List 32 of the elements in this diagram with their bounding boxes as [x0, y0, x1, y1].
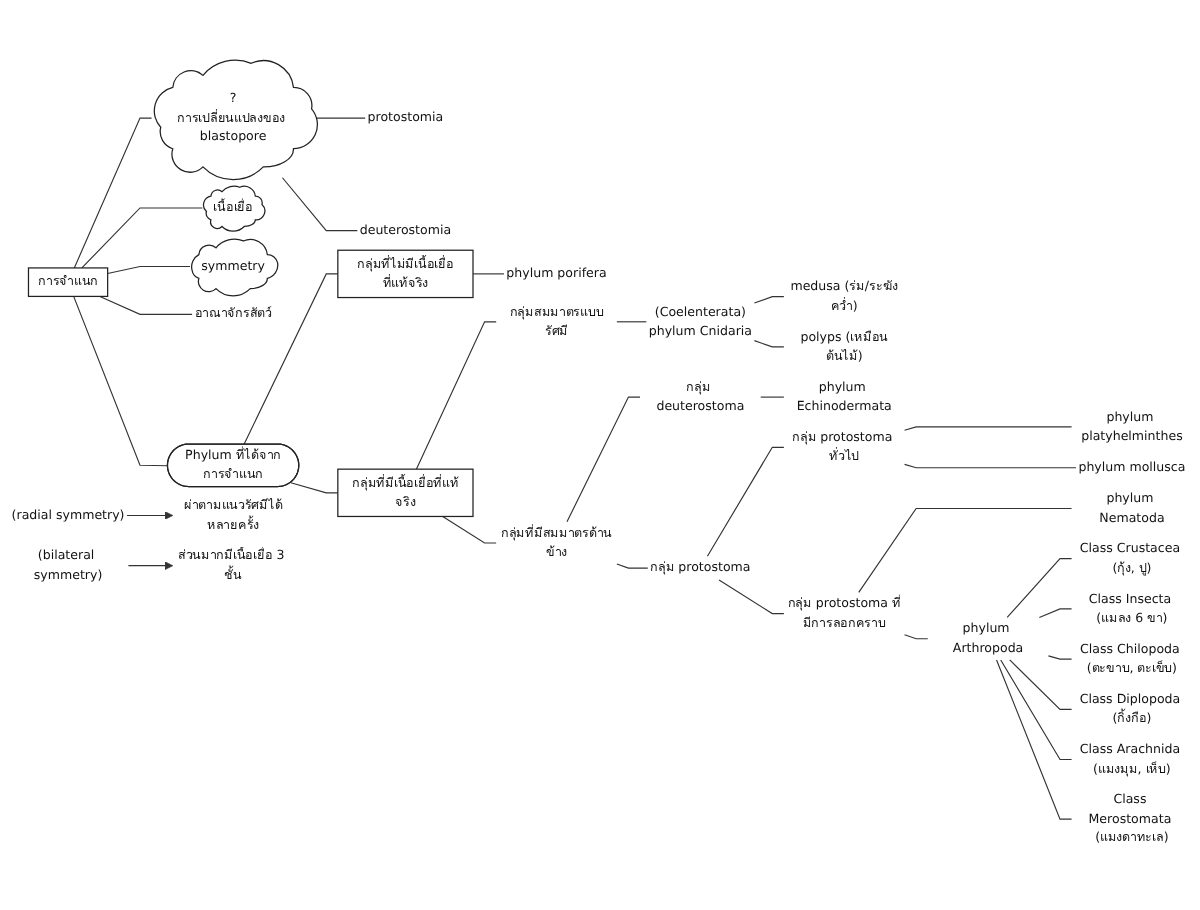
connector — [442, 515, 497, 544]
connector — [616, 563, 649, 569]
connector — [472, 273, 505, 275]
connector — [1009, 659, 1073, 710]
connector — [995, 659, 1073, 820]
connector — [718, 579, 785, 615]
connector — [753, 296, 785, 304]
connector — [415, 321, 497, 470]
connector — [73, 295, 169, 467]
connector — [1000, 659, 1073, 761]
connector — [1047, 655, 1073, 660]
connector — [107, 265, 191, 275]
connector — [73, 117, 153, 269]
connector — [290, 482, 339, 494]
connector — [566, 396, 641, 523]
connector — [904, 463, 1077, 469]
connector — [858, 507, 1073, 593]
connector — [81, 207, 204, 269]
connector — [904, 634, 929, 640]
connector — [753, 340, 785, 348]
arrow — [126, 511, 174, 520]
connector — [706, 446, 785, 557]
connector — [760, 396, 785, 398]
connector — [314, 117, 366, 119]
connector — [1006, 558, 1073, 619]
connector — [99, 295, 193, 315]
connector — [904, 426, 1073, 431]
arrow — [127, 561, 174, 570]
connector — [243, 273, 339, 446]
connector — [281, 177, 358, 232]
connector — [1038, 608, 1073, 619]
connector — [616, 321, 647, 323]
